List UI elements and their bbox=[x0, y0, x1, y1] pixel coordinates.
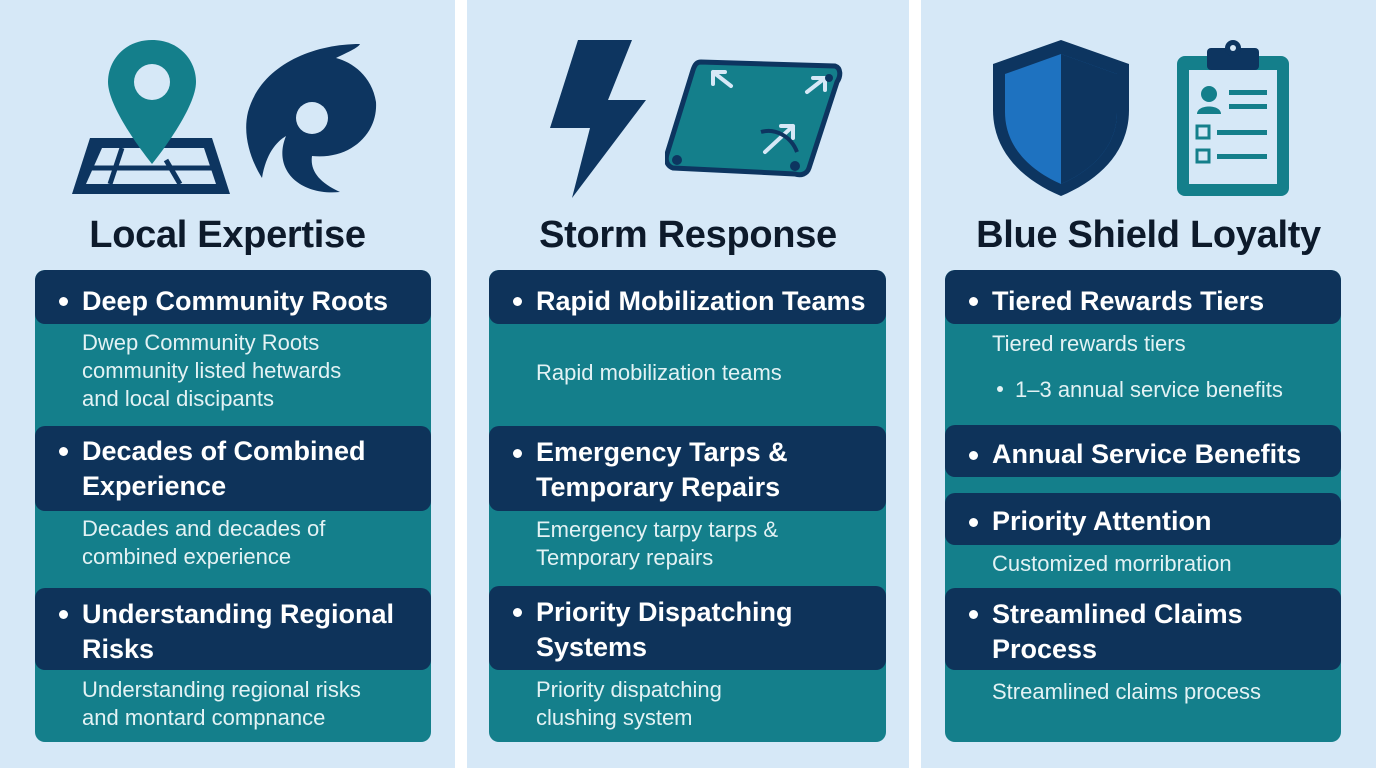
item-heading: Decades of Combined bbox=[82, 436, 366, 466]
feature-card: Rapid Mobilization Teams Rapid mobilizat… bbox=[489, 270, 886, 742]
bullet-dot bbox=[969, 610, 978, 619]
column-local-expertise: Local Expertise Deep Community Roots Dwe… bbox=[0, 0, 455, 768]
item-description: Understanding regional risks and montard… bbox=[82, 677, 361, 730]
item-header: Decades of Combined Experience bbox=[35, 426, 431, 511]
lightning-bolt-icon bbox=[548, 38, 648, 200]
bullet-dot bbox=[969, 518, 978, 527]
bullet-dot bbox=[513, 297, 522, 306]
item-description: Dwep Community Roots community listed he… bbox=[82, 330, 342, 411]
tarp-icon bbox=[663, 56, 843, 178]
item-description: Customized morribration bbox=[992, 551, 1232, 576]
bullet-dot bbox=[969, 297, 978, 306]
item-header: Annual Service Benefits bbox=[945, 425, 1341, 477]
item-description: Decades and decades of combined experien… bbox=[82, 516, 326, 569]
item-description: Rapid mobilization teams bbox=[536, 360, 782, 385]
column-title: Blue Shield Loyalty bbox=[976, 214, 1321, 256]
item-header: Priority Dispatching Systems bbox=[489, 586, 886, 670]
bullet-dot bbox=[59, 447, 68, 456]
item-heading-line2: Systems bbox=[536, 632, 648, 662]
feature-card: Tiered Rewards Tiers Tiered rewards tier… bbox=[945, 270, 1341, 742]
item-heading-line2: Risks bbox=[82, 634, 155, 664]
item-heading: Streamlined Claims bbox=[992, 599, 1243, 629]
feature-card: Deep Community Roots Dwep Community Root… bbox=[35, 270, 431, 742]
item-header: Deep Community Roots bbox=[35, 270, 431, 324]
bullet-dot bbox=[969, 451, 978, 460]
sub-bullet-item: 1–3 annual service benefits bbox=[997, 376, 1283, 404]
item-header: Emergency Tarps & Temporary Repairs bbox=[489, 426, 886, 511]
item-header: Tiered Rewards Tiers bbox=[945, 270, 1341, 324]
column-title: Storm Response bbox=[539, 214, 837, 256]
item-heading: Deep Community Roots bbox=[82, 286, 389, 316]
shield-icon bbox=[989, 36, 1133, 200]
bullet-dot bbox=[513, 608, 522, 617]
bullet-dot bbox=[59, 610, 68, 619]
clipboard-icon bbox=[1173, 38, 1293, 200]
hurricane-icon bbox=[240, 42, 382, 194]
item-heading-line2: Temporary Repairs bbox=[536, 472, 781, 502]
item-description: Streamlined claims process bbox=[992, 679, 1261, 704]
item-header: Understanding Regional Risks bbox=[35, 588, 431, 670]
item-description: Tiered rewards tiers bbox=[992, 331, 1186, 356]
item-heading: Tiered Rewards Tiers bbox=[992, 286, 1265, 316]
item-heading-line2: Process bbox=[992, 634, 1098, 664]
item-heading: Understanding Regional bbox=[82, 599, 395, 629]
column-storm-response: Storm Response Rapid Mobilization Teams … bbox=[467, 0, 909, 768]
item-heading-line2: Experience bbox=[82, 471, 227, 501]
item-heading: Annual Service Benefits bbox=[992, 439, 1302, 469]
item-header: Streamlined Claims Process bbox=[945, 588, 1341, 670]
column-title: Local Expertise bbox=[89, 214, 366, 256]
item-description: Emergency tarpy tarps & Temporary repair… bbox=[536, 517, 779, 570]
item-heading: Emergency Tarps & bbox=[536, 437, 788, 467]
item-description: Priority dispatching clushing system bbox=[536, 677, 722, 730]
item-heading: Rapid Mobilization Teams bbox=[536, 286, 866, 316]
map-pin-icon bbox=[70, 40, 232, 198]
sub-bullet-dot bbox=[997, 386, 1003, 393]
bullet-dot bbox=[59, 297, 68, 306]
bullet-dot bbox=[513, 449, 522, 458]
item-heading: Priority Attention bbox=[992, 506, 1212, 536]
item-heading: Priority Dispatching bbox=[536, 597, 793, 627]
item-header: Priority Attention bbox=[945, 493, 1341, 545]
column-blue-shield-loyalty: Blue Shield Loyalty Tiered Rewards Tiers… bbox=[921, 0, 1376, 768]
item-header: Rapid Mobilization Teams bbox=[489, 270, 886, 324]
